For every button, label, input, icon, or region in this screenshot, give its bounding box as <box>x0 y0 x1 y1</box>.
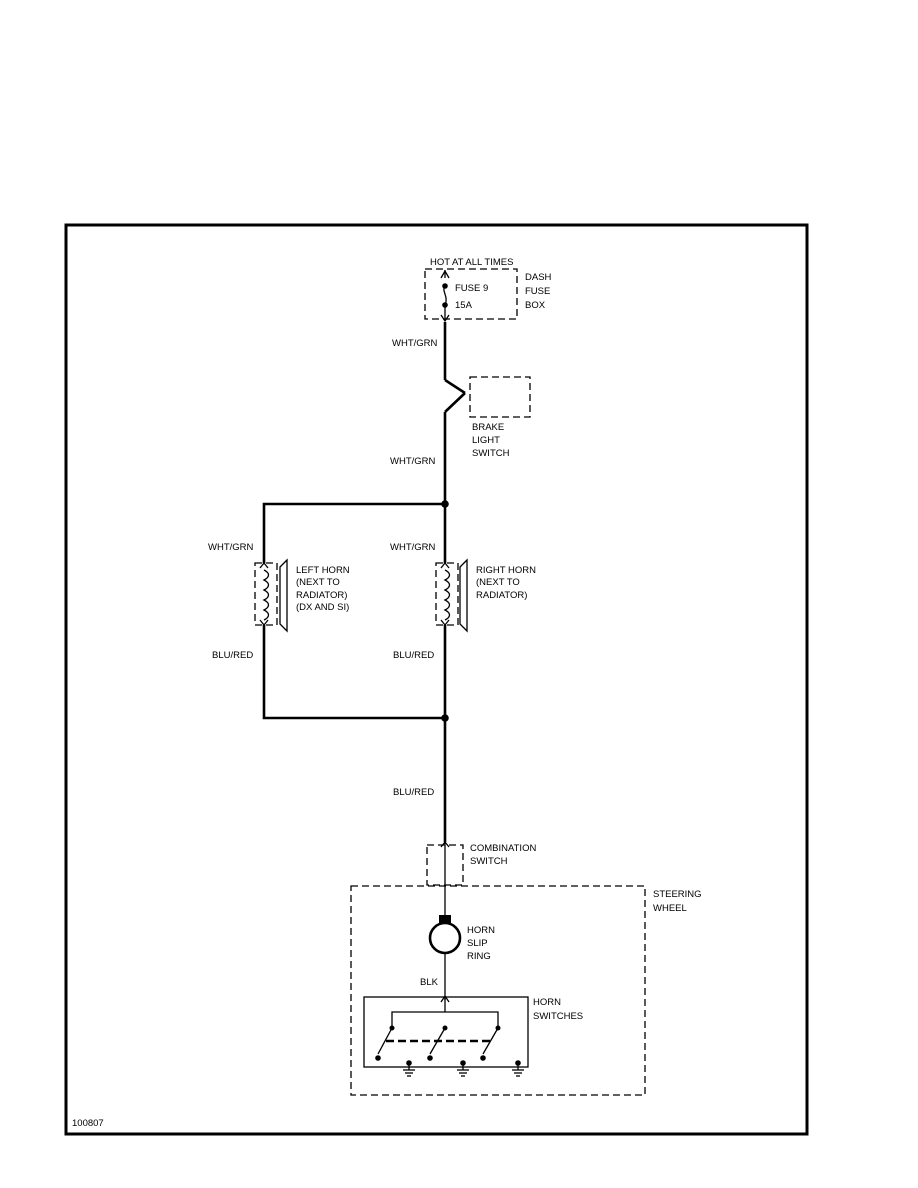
fuse-box-label-2: FUSE <box>525 286 550 297</box>
wire-label-blu-red-left: BLU/RED <box>212 650 253 661</box>
left-horn: LEFT HORN (NEXT TO RADIATOR) (DX AND SI) <box>254 558 350 633</box>
wire-label-blk: BLK <box>420 977 439 988</box>
hot-at-all-times-label: HOT AT ALL TIMES <box>430 257 513 268</box>
slip-ring-terminal <box>439 915 451 924</box>
right-horn-coil <box>443 569 451 621</box>
brake-switch-label-3: SWITCH <box>472 448 510 459</box>
slip-ring-label-1: HORN <box>467 925 495 936</box>
right-horn-dashed-box <box>435 562 459 626</box>
wire-label-blu-red-right: BLU/RED <box>393 650 434 661</box>
brake-switch-outline <box>469 376 531 418</box>
ground-icon <box>457 1063 469 1077</box>
left-horn-label-1: LEFT HORN <box>296 565 350 576</box>
horn-switch-arm-1 <box>377 1027 393 1055</box>
brake-switch-label-2: LIGHT <box>472 435 500 446</box>
steering-wheel-label-2: WHEEL <box>653 903 687 914</box>
steering-wheel: STEERING WHEEL HORN SLIP RING BLK HORN S… <box>350 885 702 1096</box>
left-horn-coil <box>262 569 270 621</box>
fuse-number: FUSE 9 <box>455 283 488 294</box>
left-horn-label-3: RADIATOR) <box>296 590 347 601</box>
horn-switch-arm-3 <box>482 1027 499 1055</box>
wire-label-wht-grn-2: WHT/GRN <box>390 456 436 467</box>
ground-icon <box>403 1063 415 1077</box>
slip-ring-label-3: RING <box>467 951 491 962</box>
horn-slip-ring-icon <box>428 921 462 955</box>
diagram-frame <box>64 223 809 1136</box>
combination-switch-label-1: COMBINATION <box>470 843 536 854</box>
left-horn-label-2: (NEXT TO <box>296 577 340 588</box>
right-horn-label-1: RIGHT HORN <box>476 565 536 576</box>
fuse-box-outline <box>424 268 518 320</box>
right-horn: RIGHT HORN (NEXT TO RADIATOR) <box>435 558 536 633</box>
left-horn-dashed-box <box>254 562 278 626</box>
left-horn-label-4: (DX AND SI) <box>296 602 349 613</box>
fuse-box-label-1: DASH <box>525 272 552 283</box>
horn-switches-label-1: HORN <box>533 997 561 1008</box>
brake-switch-contact <box>444 378 466 413</box>
left-horn-bell-icon <box>279 558 288 633</box>
combination-switch: COMBINATION SWITCH <box>426 840 536 916</box>
wire-label-wht-grn-1: WHT/GRN <box>392 338 438 349</box>
fuse-box-label-3: BOX <box>525 300 546 311</box>
right-horn-bell-icon <box>459 558 468 633</box>
dash-fuse-box: HOT AT ALL TIMES FUSE 9 15A DASH FUSE BO… <box>424 257 552 323</box>
ground-icon <box>512 1063 524 1077</box>
lower-splice <box>441 714 449 722</box>
horn-switches-outline <box>363 996 529 1068</box>
horn-switches-label-2: SWITCHES <box>533 1011 583 1022</box>
diagram-id: 100807 <box>72 1118 104 1129</box>
brake-light-switch: BRAKE LIGHT SWITCH <box>444 376 531 459</box>
combination-switch-label-2: SWITCH <box>470 856 508 867</box>
wire-label-blu-red-main: BLU/RED <box>393 787 434 798</box>
wire-label-wht-grn-left: WHT/GRN <box>208 542 254 553</box>
right-horn-label-3: RADIATOR) <box>476 590 527 601</box>
right-horn-label-2: (NEXT TO <box>476 577 520 588</box>
fuse-rating: 15A <box>455 300 473 311</box>
steering-wheel-label-1: STEERING <box>653 889 702 900</box>
wire-label-wht-grn-right: WHT/GRN <box>390 542 436 553</box>
steering-wheel-outline <box>350 885 646 1096</box>
brake-switch-label-1: BRAKE <box>472 422 504 433</box>
fuse-element <box>443 285 447 306</box>
slip-ring-label-2: SLIP <box>467 938 488 949</box>
